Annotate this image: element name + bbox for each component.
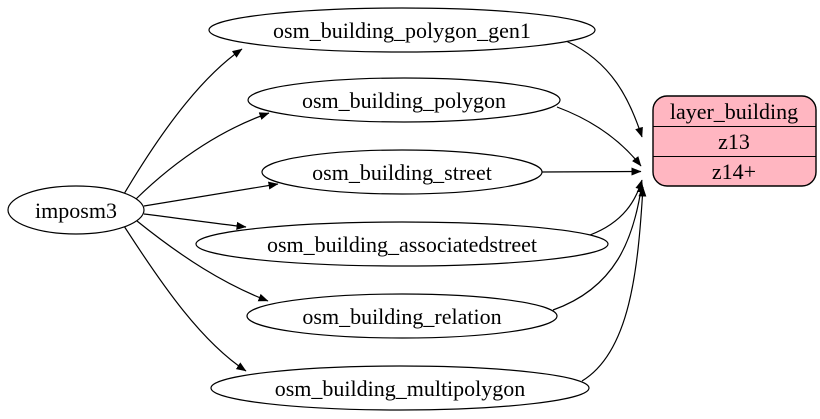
edge-imposm3-to-osm-building-relation xyxy=(136,220,269,302)
osm-building-multipolygon-label: osm_building_multipolygon xyxy=(275,376,526,401)
layer-building-row-z14: z14+ xyxy=(712,159,756,184)
edge-osm-building-multipolygon-to-z14 xyxy=(581,186,647,382)
edge-osm-building-street-to-z14 xyxy=(541,167,642,176)
osm-building-polygon-label: osm_building_polygon xyxy=(302,88,506,113)
edge-imposm3-to-osm-building-associatedstreet xyxy=(143,213,247,230)
osm-building-relation-ellipse xyxy=(246,293,558,339)
node-imposm3: imposm3 xyxy=(7,185,145,235)
layer-building-box xyxy=(652,95,817,187)
node-osm-building-polygon-gen1: osm_building_polygon_gen1 xyxy=(208,7,596,53)
osm-building-street-ellipse xyxy=(261,149,543,195)
edge-osm-building-polygon-to-z14 xyxy=(556,106,642,167)
edge-imposm3-to-osm-building-street xyxy=(143,181,279,207)
osm-building-polygon-gen1-ellipse xyxy=(208,7,596,53)
osm-building-polygon-gen1-label: osm_building_polygon_gen1 xyxy=(273,18,531,43)
node-osm-building-street: osm_building_street xyxy=(261,149,543,195)
layer-building-title: layer_building xyxy=(670,99,798,124)
node-layer-building: layer_building z13 z14+ xyxy=(652,95,817,187)
edge-imposm3-to-osm-building-polygon xyxy=(135,112,270,200)
osm-building-street-label: osm_building_street xyxy=(312,160,492,185)
node-osm-building-associatedstreet: osm_building_associatedstreet xyxy=(195,221,609,267)
edge-osm-building-associatedstreet-to-z14 xyxy=(589,179,644,236)
edge-osm-building-relation-to-z14 xyxy=(552,182,645,311)
node-osm-building-multipolygon: osm_building_multipolygon xyxy=(210,365,590,411)
osm-building-relation-label: osm_building_relation xyxy=(302,304,501,329)
osm-building-associatedstreet-label: osm_building_associatedstreet xyxy=(267,232,537,257)
imposm3-label: imposm3 xyxy=(35,198,117,223)
edge-imposm3-to-osm-building-multipolygon xyxy=(123,225,247,372)
node-osm-building-polygon: osm_building_polygon xyxy=(247,77,561,123)
imposm3-ellipse xyxy=(7,185,145,235)
osm-building-multipolygon-ellipse xyxy=(210,365,590,411)
node-osm-building-relation: osm_building_relation xyxy=(246,293,558,339)
osm-building-polygon-ellipse xyxy=(247,77,561,123)
edge-osm-building-polygon-gen1-to-z13 xyxy=(565,40,643,138)
edge-group xyxy=(123,40,647,382)
layer-building-row-z13: z13 xyxy=(718,129,750,154)
edge-imposm3-to-osm-building-polygon-gen1 xyxy=(123,48,243,195)
osm-building-associatedstreet-ellipse xyxy=(195,221,609,267)
